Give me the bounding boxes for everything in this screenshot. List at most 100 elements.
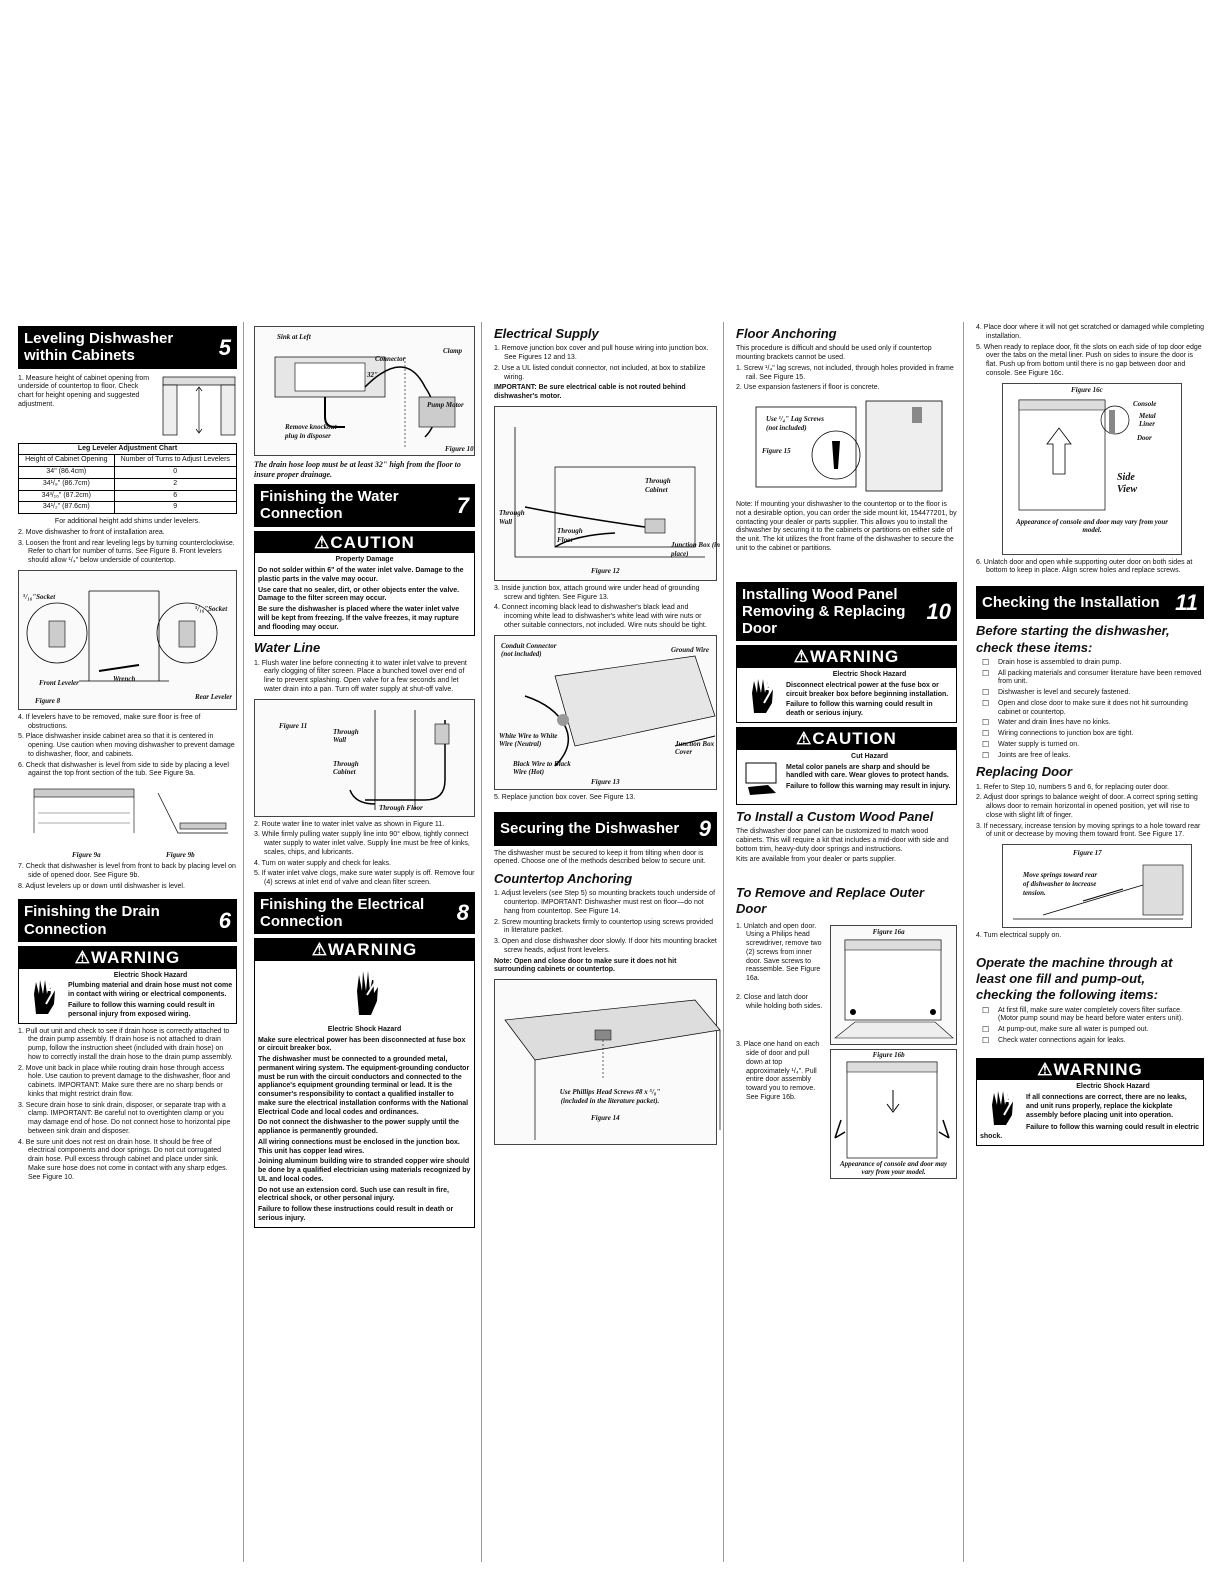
- before-starting-heading: Before starting the dishwasher, check th…: [976, 623, 1170, 655]
- column-3: Electrical Supply 1. Remove junction box…: [488, 322, 724, 1562]
- checklist-item: Dishwasher is level and securely fastene…: [976, 688, 1204, 698]
- elec-step-1: 1. Remove junction box cover and pull ho…: [494, 345, 709, 361]
- custom-wood-panel-heading: To Install a Custom Wood Panel: [736, 808, 934, 824]
- figure-15: Use ¹/₄" Lag Screws (not included) Figur…: [736, 397, 957, 497]
- figure-10: Sink at Left Clamp Connector 32" Pump Mo…: [254, 326, 475, 456]
- anchor-step-3: 3. Open and close dishwasher door slowly…: [494, 938, 717, 954]
- checklist-item: All packing materials and consumer liter…: [976, 669, 1204, 688]
- checklist-item: Water and drain lines have no kinks.: [976, 718, 1204, 728]
- pre-check-list: Drain hose is assembled to drain pump. A…: [976, 658, 1204, 761]
- floor-step-1: 1. Screw ¹/₄" lag screws, not included, …: [736, 364, 954, 381]
- warning-box-11: ⚠WARNING Electric Shock Hazard If all co…: [976, 1057, 1204, 1146]
- checklist-item: At first fill, make sure water completel…: [976, 1006, 1204, 1025]
- door-step-2: 2. Close and latch door while holding bo…: [736, 993, 823, 1010]
- step-5-1: 1. Measure height of cabinet opening fro…: [18, 374, 150, 408]
- water-step-2: 2. Route water line to water inlet valve…: [254, 820, 445, 828]
- step-6-3: 3. Secure drain hose to sink drain, disp…: [18, 1101, 231, 1135]
- column-4: Floor Anchoring This procedure is diffic…: [730, 322, 964, 1562]
- water-step-5: 5. If water inlet valve clogs, make sure…: [254, 870, 475, 887]
- securing-text: The dishwasher must be secured to keep i…: [494, 849, 706, 866]
- column-5: 4. Place door where it will not get scra…: [970, 322, 1210, 1562]
- shock-glove-icon: [34, 977, 56, 1014]
- column-2: Sink at Left Clamp Connector 32" Pump Mo…: [248, 322, 482, 1562]
- water-step-1: 1. Flush water line before connecting it…: [254, 659, 467, 693]
- caution-box-7: ⚠CAUTION Property Damage Do not solder w…: [254, 530, 475, 637]
- warning-box-6: ⚠WARNING Electric Shock Hazard Plumbing …: [18, 945, 237, 1024]
- electrical-important: IMPORTANT: Be sure electrical cable is n…: [494, 384, 686, 400]
- anchor-step-2: 2. Screw mounting brackets firmly to cou…: [494, 918, 714, 935]
- checklist-item: Water supply is turned on.: [976, 740, 1204, 750]
- elec-step-5: 5. Replace junction box cover. See Figur…: [494, 793, 636, 801]
- step-5-4: 4. If levelers have to be removed, make …: [18, 713, 201, 730]
- step-5-5: 5. Place dishwasher inside cabinet area …: [18, 733, 235, 758]
- replace-step-2: 2. Adjust door springs to balance weight…: [976, 794, 1198, 819]
- step-5-6: 6. Check that dishwasher is level from s…: [18, 761, 229, 778]
- door-step-4: 4. Place door where it will not get scra…: [976, 324, 1205, 340]
- figure-10-note: The drain hose loop must be at least 32"…: [254, 460, 461, 479]
- door-step-1: 1. Unlatch and open door. Using a Philip…: [736, 922, 822, 983]
- replace-step-1: 1. Refer to Step 10, numbers 5 and 6, fo…: [976, 783, 1170, 791]
- floor-anchoring-intro: This procedure is difficult and should b…: [736, 345, 932, 361]
- shock-glove-icon: [992, 1088, 1014, 1126]
- figure-9: Figure 9a Figure 9b: [18, 783, 237, 859]
- step-5-8: 8. Adjust levelers up or down until dish…: [18, 882, 185, 890]
- warning-box-10: ⚠WARNING Electric Shock Hazard Disconnec…: [736, 645, 957, 724]
- figure-14: Use Phillips Head Screws #8 x ⁵/₈" (incl…: [494, 979, 721, 1146]
- custom-panel-text: The dishwasher door panel can be customi…: [736, 828, 949, 853]
- figure-16c: Figure 16c Console Metal Liner Door Side…: [1002, 382, 1182, 555]
- replace-step-4: 4. Turn electrical supply on.: [976, 932, 1062, 940]
- door-step-3: 3. Place one hand on each side of door a…: [736, 1041, 820, 1101]
- kits-text: Kits are available from your dealer or p…: [736, 856, 896, 864]
- figure-11: Figure 11 Through Wall Through Cabinet T…: [254, 698, 475, 817]
- replace-step-3: 3. If necessary, increase tension by mov…: [976, 822, 1201, 839]
- leg-leveler-table: Leg Leveler Adjustment Chart Height of C…: [18, 442, 237, 515]
- elec-step-4: 4. Connect incoming black lead to dishwa…: [494, 604, 707, 629]
- shock-glove-icon: [752, 676, 774, 714]
- section-10-header: Installing Wood Panel Removing & Replaci…: [736, 581, 957, 642]
- operate-heading: Operate the machine through at least one…: [976, 954, 1173, 1003]
- checklist-item: At pump-out, make sure all water is pump…: [976, 1025, 1204, 1035]
- step-5-2: 2. Move dishwasher to front of installat…: [18, 528, 165, 536]
- floor-note: Note: If mounting your dishwasher to the…: [736, 501, 957, 552]
- water-line-heading: Water Line: [254, 640, 321, 656]
- water-step-4: 4. Turn on water supply and check for le…: [254, 859, 391, 867]
- warning-box-8: ⚠WARNING Electric Shock Hazard Make sure…: [254, 938, 475, 1228]
- floor-anchoring-heading: Floor Anchoring: [736, 326, 837, 341]
- door-step-6: 6. Unlatch door and open while supportin…: [976, 558, 1193, 575]
- checklist-item: Wiring connections to junction box are t…: [976, 729, 1204, 739]
- elec-step-3: 3. Inside junction box, attach ground wi…: [494, 584, 700, 601]
- figure-12: Through Wall Through Cabinet Through Flo…: [494, 405, 720, 581]
- figure-13: Conduit Connector (not included) Ground …: [494, 634, 717, 790]
- checklist-item: Drain hose is assembled to drain pump.: [976, 658, 1204, 668]
- cut-hand-icon: [745, 762, 777, 795]
- replacing-door-heading: Replacing Door: [976, 764, 1073, 780]
- countertop-anchoring-heading: Countertop Anchoring: [494, 871, 633, 887]
- operate-check-list: At first fill, make sure water completel…: [976, 1006, 1204, 1046]
- step-6-2: 2. Move unit back in place while routing…: [18, 1064, 230, 1098]
- shock-glove-icon: [357, 964, 380, 1016]
- figure-16a: Figure 16a: [829, 924, 957, 1045]
- figure-8: ⁵/₁₆"Socket ⁵/₁₆"Socket Front Leveler Wr…: [18, 569, 237, 710]
- figure-16b: Figure 16b Appearance of console and doo…: [829, 1048, 957, 1179]
- step-5-3: 3. Loosen the front and rear leveling le…: [18, 539, 235, 565]
- floor-step-2: 2. Use expansion fasteners if floor is c…: [736, 384, 880, 392]
- checklist-item: Joints are free of leaks.: [976, 751, 1204, 761]
- figure-17: Figure 17 Move springs toward rear of di…: [1002, 844, 1192, 929]
- checklist-item: Check water connections again for leaks.: [976, 1036, 1204, 1046]
- checklist-item: Open and close door to make sure it does…: [976, 699, 1204, 718]
- step-6-1: 1. Pull out unit and check to see if dra…: [18, 1027, 233, 1061]
- remove-door-heading: To Remove and Replace Outer Door: [736, 885, 925, 917]
- step-5-7: 7. Check that dishwasher is level from f…: [18, 863, 236, 879]
- door-step-5: 5. When ready to replace door, fit the s…: [976, 343, 1202, 377]
- electrical-supply-heading: Electrical Supply: [494, 326, 599, 341]
- anchor-step-1: 1. Adjust levelers (see Step 5) so mount…: [494, 890, 716, 915]
- table-note: For additional height add shims under le…: [54, 518, 201, 525]
- caution-box-10: ⚠CAUTION Cut Hazard Metal color panels a…: [736, 727, 957, 805]
